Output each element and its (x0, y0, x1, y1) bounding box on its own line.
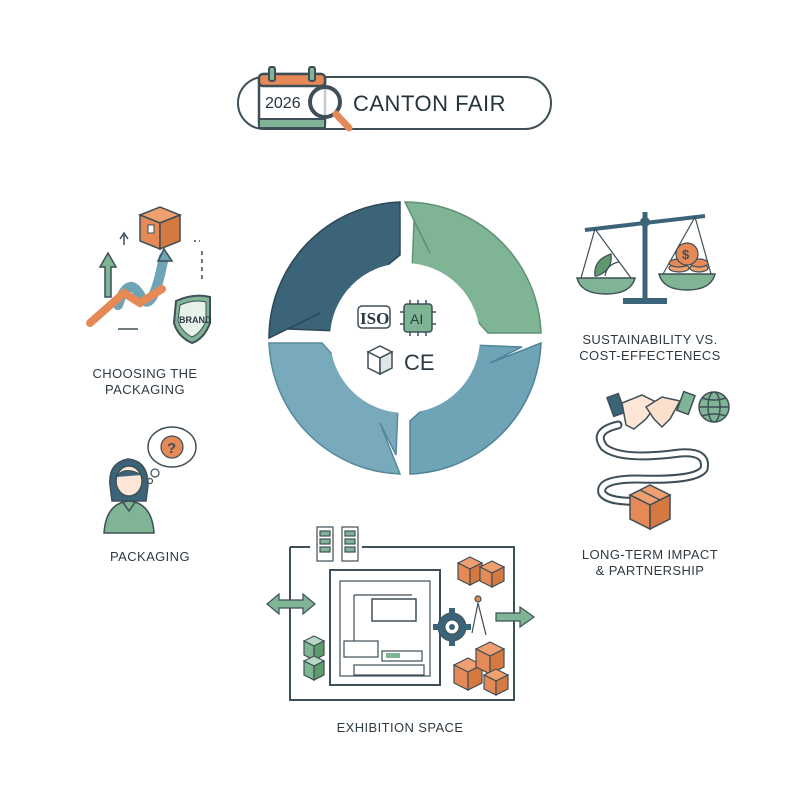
partnership-path-icon (595, 390, 730, 531)
calendar-year: 2026 (265, 95, 301, 112)
ai-chip-badge: AI (410, 311, 423, 327)
partnership-label: LONG-TERM IMPACT & PARTNERSHIP (570, 547, 730, 579)
leaf-icon (594, 253, 612, 277)
balance-scale-icon: $ (576, 212, 716, 304)
packaging-label: PACKAGING (110, 549, 190, 564)
choosing-packaging-label: CHOOSING THE PACKAGING (70, 366, 220, 398)
handshake-icon (605, 390, 697, 430)
right-arrow-icon (495, 605, 536, 629)
sustainability-line2: COST-EFFECTENECS (579, 348, 721, 363)
cycle-ring (268, 201, 542, 475)
page-title: CANTON FAIR (353, 91, 507, 116)
double-arrow-icon (266, 592, 316, 616)
sustainability-line1: SUSTAINABILITY VS. (582, 332, 718, 347)
choosing-packaging-line2: PACKAGING (105, 382, 185, 397)
ce-mark: CE (404, 350, 435, 375)
gear-icon (433, 608, 471, 646)
exhibition-label: EXHIBITION SPACE (336, 720, 464, 735)
brand-tag: BRAND (179, 315, 212, 325)
exhibition-floorplan-icon (289, 526, 515, 701)
iso-badge: ISO (360, 309, 389, 328)
svg-text:$: $ (682, 247, 690, 262)
choosing-packaging-icon: BRAND (86, 206, 212, 345)
center-badges: ISO AI CE (357, 300, 436, 376)
package-box-icon (628, 484, 672, 531)
coins-icon: $ (668, 242, 709, 273)
calendar-magnifier-icon: 2026 (257, 66, 353, 132)
partnership-line2: & PARTNERSHIP (595, 563, 705, 578)
server-rack-icon (316, 526, 359, 562)
box-icon (366, 345, 394, 376)
partnership-line1: LONG-TERM IMPACT (581, 547, 719, 562)
svg-text:?: ? (167, 440, 176, 457)
person-thinking-icon: ? (103, 426, 197, 534)
sustainability-label: SUSTAINABILITY VS. COST-EFFECTENECS (560, 332, 740, 364)
compass-icon (471, 595, 487, 636)
choosing-packaging-line1: CHOOSING THE (92, 366, 198, 381)
globe-icon (698, 391, 730, 423)
